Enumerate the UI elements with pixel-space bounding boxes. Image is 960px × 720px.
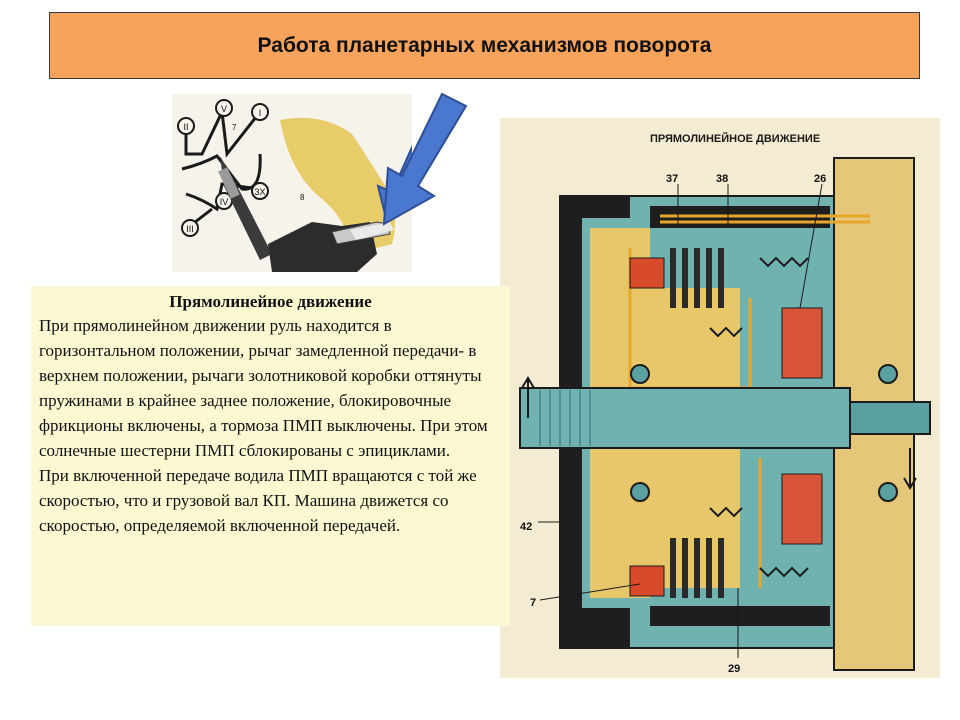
callout-7: 7	[232, 123, 237, 132]
gear-pos-iv: IV	[220, 197, 229, 207]
label-29: 29	[728, 663, 740, 675]
gear-pos-3x: 3X	[254, 187, 265, 197]
title-banner: Работа планетарных механизмов поворота	[49, 12, 920, 79]
slide-title: Работа планетарных механизмов поворота	[257, 33, 712, 57]
gear-pos-ii: II	[183, 122, 188, 132]
gear-pos-i: I	[259, 108, 262, 118]
label-26: 26	[814, 173, 826, 185]
label-42: 42	[520, 521, 532, 533]
description-paragraph-2: При включенной передаче водила ПМП враща…	[39, 466, 477, 535]
gear-lever-illustration: II V I IV III 3X 7 8	[172, 94, 412, 272]
label-7: 7	[530, 597, 536, 609]
blue-arrow-icon	[382, 92, 468, 226]
description-paragraph-1: При прямолинейном движении руль находитс…	[39, 316, 488, 460]
description-box: Прямолинейное движение При прямолинейном…	[31, 286, 510, 626]
label-37: 37	[666, 173, 678, 185]
callout-8: 8	[300, 193, 305, 202]
gear-pos-v: V	[221, 104, 227, 114]
gear-pos-iii: III	[186, 224, 194, 234]
cross-section-caption: ПРЯМОЛИНЕЙНОЕ ДВИЖЕНИЕ	[650, 132, 820, 145]
pmp-cross-section-diagram: ПРЯМОЛИНЕЙНОЕ ДВИЖЕНИЕ	[500, 118, 940, 678]
label-38: 38	[716, 173, 728, 185]
description-heading: Прямолинейное движение	[169, 292, 372, 311]
